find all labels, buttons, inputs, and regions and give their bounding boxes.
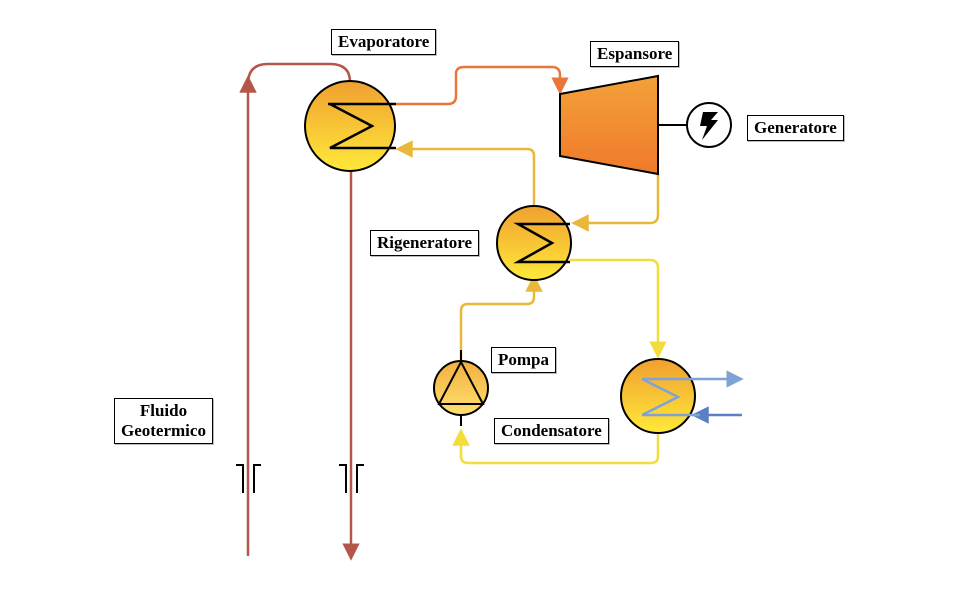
well-symbols [236, 464, 364, 493]
rigeneratore-heat-exchanger [496, 205, 572, 281]
condensatore-heat-exchanger [620, 358, 744, 434]
line-evaporatore-espansore [396, 65, 569, 106]
line-rigeneratore-evaporatore [395, 140, 536, 205]
line-espansore-rigeneratore [571, 174, 660, 232]
pompa-triangle-icon [437, 359, 485, 405]
label-rigeneratore: Rigeneratore [370, 230, 480, 256]
well-symbol-right [339, 464, 364, 493]
generatore [686, 102, 732, 148]
line-rigeneratore-condensatore [570, 258, 667, 359]
evaporatore-coil [328, 102, 396, 150]
geothermal-top-line [246, 62, 352, 85]
rigeneratore-coil [513, 222, 570, 264]
label-generatore: Generatore [747, 115, 844, 141]
label-condensatore: Condensatore [494, 418, 609, 444]
condensatore-coil [641, 377, 681, 417]
well-symbol-left [236, 464, 261, 493]
geothermal-loop [239, 62, 360, 561]
line-pompa-rigeneratore [459, 274, 543, 362]
line-condensatore-pompa [452, 428, 660, 465]
label-pompa: Pompa [491, 347, 556, 373]
label-espansore: Espansore [590, 41, 680, 67]
lightning-icon [700, 112, 718, 140]
pompa [433, 350, 489, 426]
label-fluido-line1: Fluido [139, 401, 188, 420]
label-fluido-geotermico: Fluido Geotermico [114, 398, 213, 444]
label-evaporatore: Evaporatore [331, 29, 437, 55]
evaporatore-heat-exchanger [304, 80, 396, 172]
espansore-turbine [559, 74, 687, 176]
label-fluido-line2: Geotermico [121, 421, 206, 440]
